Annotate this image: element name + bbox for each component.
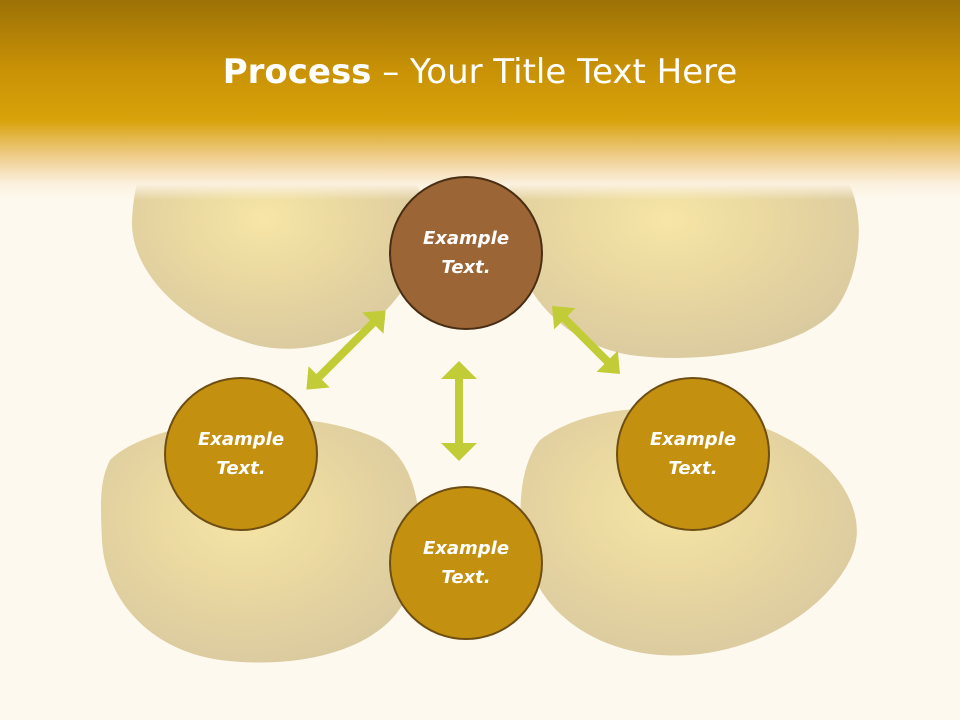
node-top-label: Example Text.	[422, 228, 510, 278]
nugget-bottom-right	[520, 408, 857, 656]
title-rest: – Your Title Text Here	[371, 52, 738, 92]
node-bottom-label: Example Text.	[422, 538, 510, 588]
title-bar	[0, 0, 960, 200]
node-left-label: Example Text.	[197, 429, 285, 479]
title-bold: Process	[222, 52, 372, 92]
node-left: Example Text.	[164, 377, 318, 531]
arrow-right-top	[552, 306, 620, 374]
arrow-left-top	[306, 310, 386, 390]
node-right-label: Example Text.	[649, 429, 737, 479]
node-bottom: Example Text.	[389, 486, 543, 640]
arrow-vertical	[441, 361, 477, 461]
node-right: Example Text.	[616, 377, 770, 531]
node-top: Example Text.	[389, 176, 543, 330]
slide-title: Process – Your Title Text Here	[0, 52, 960, 92]
